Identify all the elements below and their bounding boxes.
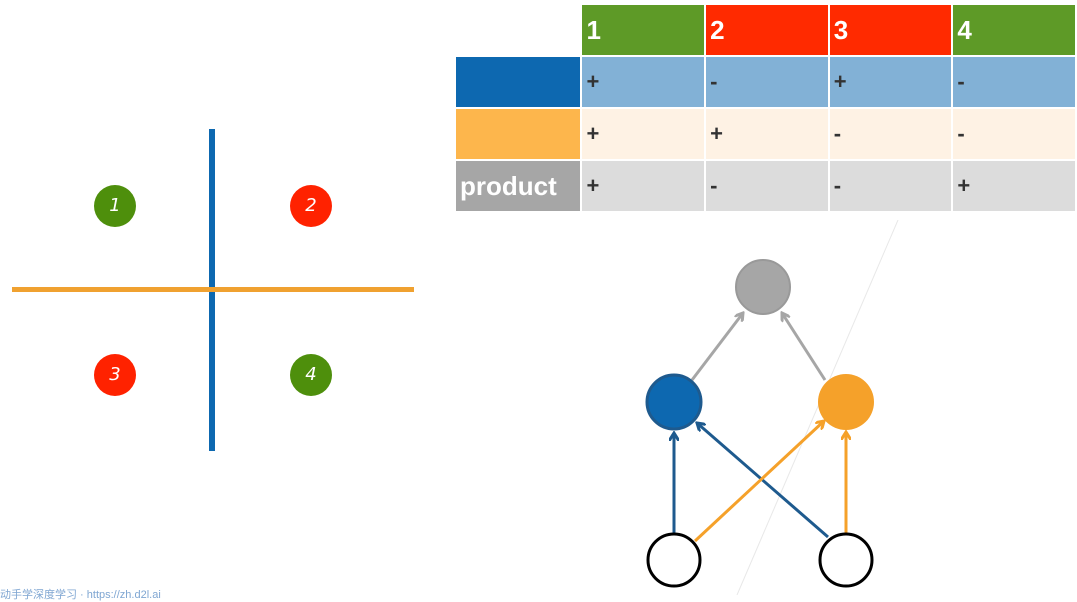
- edge-orange-to-output: [782, 313, 827, 381]
- quadrant-1-badge: 1: [94, 185, 136, 227]
- row-label-blue: [456, 57, 581, 107]
- table-cell: +: [582, 57, 705, 107]
- table-cell: -: [829, 109, 952, 159]
- quadrant-diagram: 1 2 3 4: [0, 0, 430, 595]
- network-diagram: [645, 220, 899, 595]
- table-corner: [456, 5, 580, 55]
- table-row-blue: + - + -: [456, 57, 1075, 107]
- table-cell: +: [829, 57, 952, 107]
- quadrant-3-badge: 3: [94, 354, 136, 396]
- input-node-right: [818, 532, 874, 588]
- horizontal-axis-line: [12, 287, 414, 292]
- sign-table: 1 2 3 4 + - + - + + - - product + - - +: [454, 3, 1077, 213]
- table-cell: +: [582, 161, 705, 211]
- edge-blue-to-output: [690, 313, 743, 381]
- table-cell: -: [829, 161, 952, 211]
- hidden-node-blue: [645, 373, 703, 431]
- footer-text: 动手学深度学习 · https://zh.d2l.ai: [0, 589, 161, 601]
- table-header-3: 3: [829, 5, 952, 55]
- input-node-left: [646, 532, 702, 588]
- guide-line: [736, 220, 899, 595]
- table-cell: -: [953, 57, 1075, 107]
- row-label-orange: [456, 109, 581, 159]
- table-header-1: 1: [582, 5, 705, 55]
- table-cell: +: [953, 161, 1075, 211]
- table-row-orange: + + - -: [456, 109, 1075, 159]
- table-header-row: 1 2 3 4: [456, 5, 1075, 55]
- table-header-2: 2: [706, 5, 828, 55]
- table-cell: +: [582, 109, 705, 159]
- table-cell: -: [706, 161, 828, 211]
- hidden-node-orange: [818, 374, 874, 430]
- table-cell: -: [953, 109, 1075, 159]
- table-header-4: 4: [953, 5, 1075, 55]
- table-row-product: product + - - +: [456, 161, 1075, 211]
- row-label-product: product: [456, 161, 581, 211]
- output-node: [735, 259, 791, 315]
- edge-left-to-orange: [693, 421, 824, 543]
- table-cell: -: [706, 57, 828, 107]
- quadrant-2-badge: 2: [290, 185, 332, 227]
- table-cell: +: [706, 109, 828, 159]
- quadrant-4-badge: 4: [290, 354, 332, 396]
